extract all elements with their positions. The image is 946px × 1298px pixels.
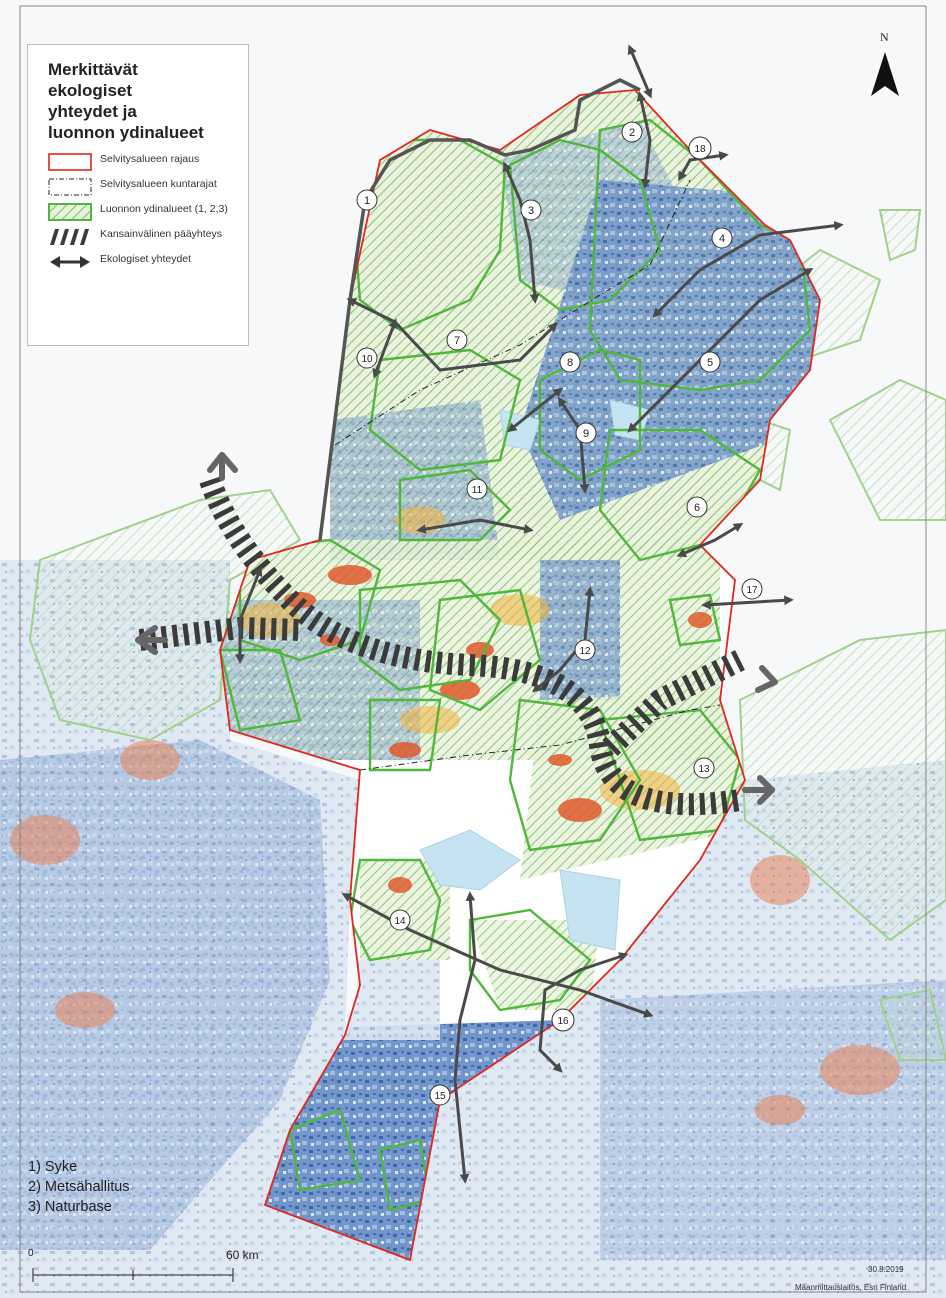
marker-6: 6 — [686, 496, 708, 518]
legend-item-boundary: Selvitysalueen rajaus — [48, 153, 238, 171]
legend-label-core: Luonnon ydinalueet (1, 2,3) — [100, 203, 228, 215]
svg-text:14: 14 — [394, 916, 406, 927]
marker-3: 3 — [520, 199, 542, 221]
svg-text:12: 12 — [579, 646, 591, 657]
north-letter: N — [880, 30, 889, 44]
map-legend: Merkittävät ekologiset yhteydet ja luonn… — [27, 44, 249, 346]
svg-text:17: 17 — [746, 585, 758, 596]
scale-bar — [32, 1268, 234, 1282]
north-arrow: N — [865, 30, 905, 100]
marker-14: 14 — [389, 909, 411, 931]
marker-16: 16 — [551, 1008, 575, 1032]
legend-item-ecological: Ekologiset yhteydet — [48, 253, 238, 271]
marker-1: 1 — [356, 189, 378, 211]
green-hatch-swatch — [48, 203, 92, 221]
svg-text:4: 4 — [719, 233, 725, 245]
svg-text:15: 15 — [434, 1091, 446, 1102]
marker-7: 7 — [446, 329, 468, 351]
svg-text:2: 2 — [629, 127, 635, 139]
north-arrow-icon — [871, 52, 899, 96]
marker-9: 9 — [575, 422, 597, 444]
area-markers: 1 2 3 4 5 6 7 8 9 10 11 12 13 14 15 16 1… — [356, 121, 763, 1106]
marker-17: 17 — [741, 578, 763, 600]
marker-5: 5 — [699, 351, 721, 373]
svg-text:10: 10 — [361, 354, 373, 365]
svg-text:8: 8 — [567, 357, 573, 369]
svg-text:5: 5 — [707, 357, 713, 369]
map-frame — [19, 5, 927, 1293]
svg-text:7: 7 — [454, 335, 460, 347]
legend-item-core: Luonnon ydinalueet (1, 2,3) — [48, 203, 238, 221]
marker-13: 13 — [693, 757, 715, 779]
svg-text:13: 13 — [698, 764, 710, 775]
source-metsahallitus: 2) Metsähallitus — [28, 1179, 130, 1195]
red-outline-swatch — [48, 153, 92, 171]
source-syke: 1) Syke — [28, 1159, 78, 1175]
map-credit: Maanmittauslaitos, Esri Finland — [795, 1283, 907, 1292]
legend-label-boundary: Selvitysalueen rajaus — [100, 153, 200, 165]
marker-18: 18 — [688, 136, 712, 160]
svg-text:16: 16 — [557, 1016, 569, 1027]
legend-title: Merkittävät ekologiset yhteydet ja luonn… — [48, 60, 204, 142]
svg-text:11: 11 — [472, 485, 483, 496]
west-forest-layer — [0, 740, 330, 1250]
svg-text:1: 1 — [364, 195, 370, 207]
marker-2: 2 — [621, 121, 643, 143]
legend-label-municipal: Selvitysalueen kuntarajat — [100, 178, 217, 190]
marker-11: 11 — [466, 478, 488, 500]
data-sources: 1) Syke 2) Metsähallitus 3) Naturbase — [28, 1157, 130, 1217]
legend-label-international: Kansainvälinen pääyhteys — [100, 228, 223, 240]
legend-label-ecological: Ekologiset yhteydet — [100, 253, 192, 265]
black-stripe-swatch — [50, 229, 89, 245]
marker-10: 10 — [356, 347, 378, 369]
legend-item-municipal: Selvitysalueen kuntarajat — [48, 178, 238, 196]
dash-dot-border-swatch — [48, 178, 92, 196]
svg-text:6: 6 — [694, 502, 700, 514]
corridor-arrowheads — [135, 452, 778, 805]
scale-label-end: 60 km — [226, 1248, 259, 1262]
marker-4: 4 — [711, 227, 733, 249]
svg-text:18: 18 — [694, 144, 706, 155]
scale-label-zero: 0 — [28, 1248, 34, 1259]
svg-text:3: 3 — [528, 205, 534, 217]
marker-12: 12 — [574, 639, 596, 661]
ecological-corridors — [235, 44, 844, 1184]
source-naturbase: 3) Naturbase — [28, 1199, 112, 1215]
marker-8: 8 — [559, 351, 581, 373]
outer-heat-patches — [10, 740, 900, 1125]
marker-15: 15 — [429, 1084, 451, 1106]
legend-item-international: Kansainvälinen pääyhteys — [48, 228, 238, 246]
svg-text:9: 9 — [583, 428, 589, 440]
double-arrow-icon — [50, 256, 90, 268]
map-date: 30.8.2019 — [868, 1265, 904, 1274]
